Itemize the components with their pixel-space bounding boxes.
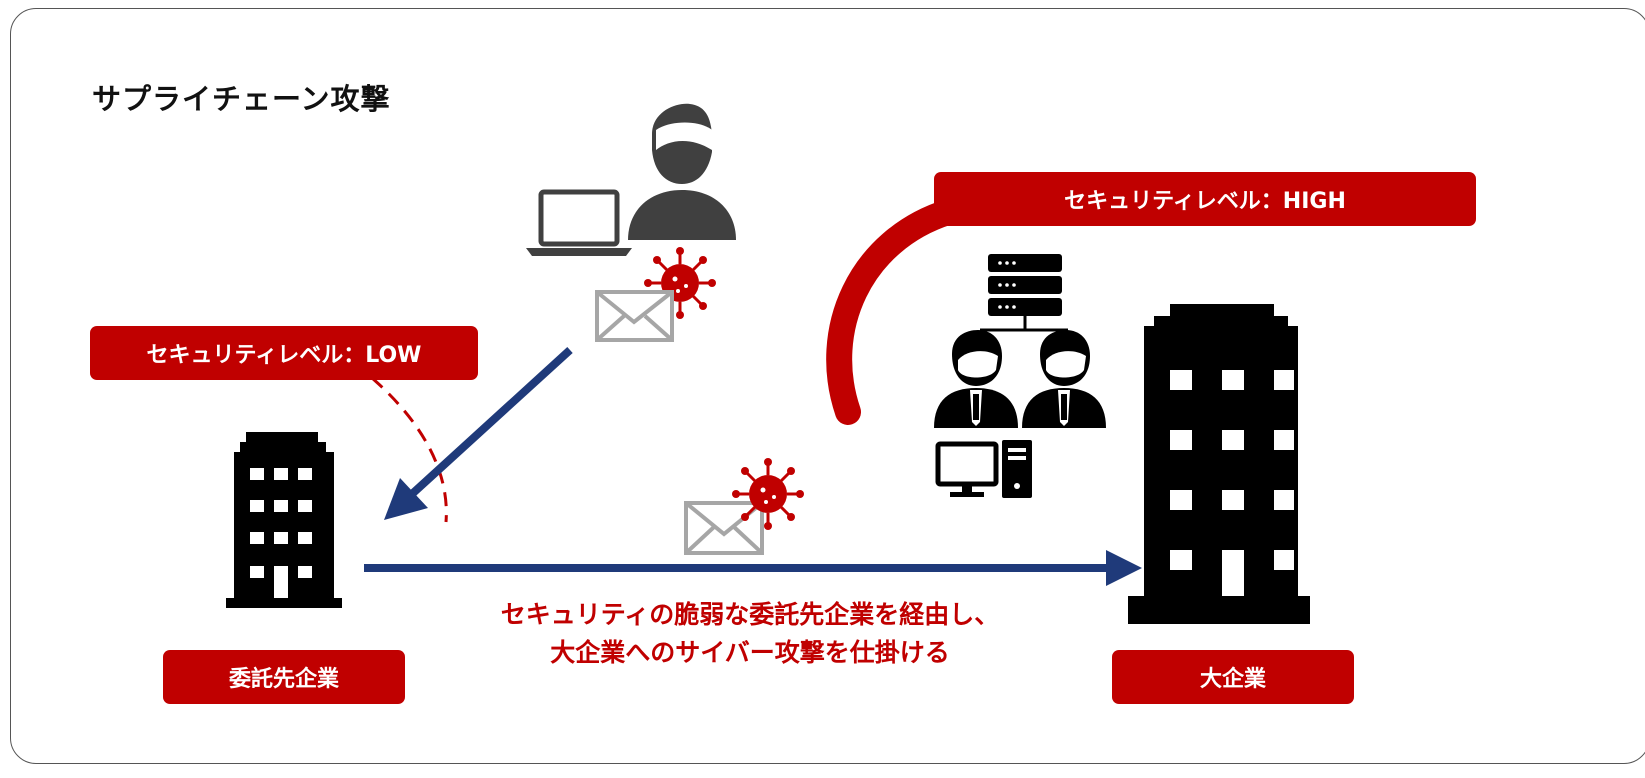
attack-caption: セキュリティの脆弱な委託先企業を経由し、 大企業へのサイバー攻撃を仕掛ける	[420, 596, 1080, 672]
mail-icon	[595, 290, 674, 342]
attack-arrow-diagonal	[384, 347, 573, 520]
building-icon	[226, 432, 342, 608]
page-title: サプライチェーン攻撃	[92, 82, 391, 116]
large-company-label: 大企業	[1112, 650, 1354, 704]
attack-arrow-horizontal	[364, 550, 1142, 586]
security-high-label: セキュリティレベル：HIGH	[934, 172, 1476, 226]
security-weak-arc	[371, 376, 448, 523]
building-icon	[1128, 304, 1310, 624]
diagram-frame	[10, 8, 1645, 764]
subcontractor-label: 委託先企業	[163, 650, 405, 704]
attack-caption-line1: セキュリティの脆弱な委託先企業を経由し、	[500, 600, 1000, 629]
security-shield-arc	[826, 199, 961, 425]
attacker-icon	[628, 103, 736, 240]
virus-icon	[644, 247, 716, 319]
attack-caption-line2: 大企業へのサイバー攻撃を仕掛ける	[550, 638, 950, 667]
desktop-icon	[935, 440, 1032, 498]
virus-icon	[732, 458, 804, 530]
laptop-icon	[526, 189, 632, 256]
server-icon	[980, 254, 1068, 332]
security-low-label: セキュリティレベル：LOW	[90, 326, 478, 380]
staff-icon	[934, 330, 1106, 428]
